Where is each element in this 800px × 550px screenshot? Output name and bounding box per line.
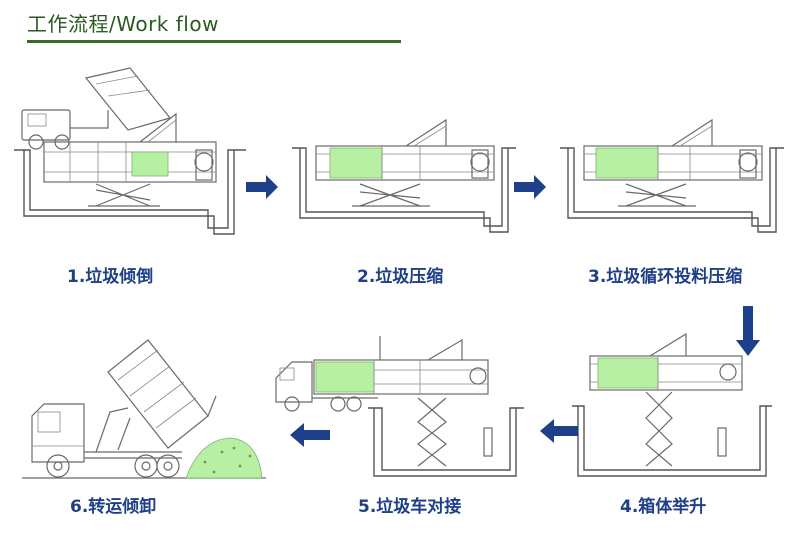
arrow-left-4 <box>540 419 578 443</box>
step-4-label: 4.箱体举升 <box>620 497 707 517</box>
step-2-illustration <box>292 118 516 233</box>
garbage-box-green <box>315 361 375 393</box>
step-1-illustration <box>14 67 246 235</box>
arrow-right-1 <box>246 175 278 199</box>
step-2-label: 2.垃圾压缩 <box>357 267 444 287</box>
step-3-illustration <box>560 118 784 233</box>
garbage-box-green <box>131 151 169 177</box>
arrow-left-5 <box>290 423 330 447</box>
step-6-label: 6.转运倾卸 <box>70 497 157 517</box>
step-6-illustration <box>22 339 266 479</box>
step-4-illustration <box>572 332 772 477</box>
step-5-illustration <box>275 336 524 477</box>
step-1-label: 1.垃圾倾倒 <box>67 267 154 287</box>
step-5-label: 5.垃圾车对接 <box>358 497 462 517</box>
garbage-box-green <box>597 357 659 389</box>
step-3-label: 3.垃圾循环投料压缩 <box>588 267 743 287</box>
arrow-down-3 <box>736 306 760 356</box>
garbage-box-green <box>595 147 659 179</box>
arrow-right-2 <box>514 175 546 199</box>
page-title: 工作流程/Work flow <box>27 12 219 36</box>
title-underline <box>27 40 401 43</box>
garbage-box-green <box>329 147 383 179</box>
garbage-pile <box>185 437 263 479</box>
